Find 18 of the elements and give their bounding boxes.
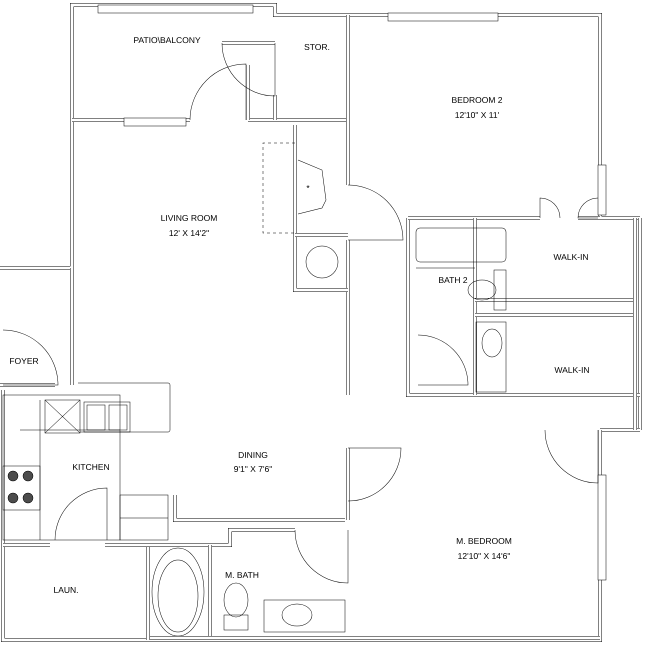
room-label: 9'1" X 7'6" bbox=[234, 466, 272, 472]
room-label: LIVING ROOM bbox=[161, 215, 217, 221]
room-label: M. BEDROOM bbox=[456, 538, 512, 544]
room-label: 12' X 14'2" bbox=[170, 230, 209, 236]
room-label: LAUN. bbox=[54, 587, 78, 593]
room-label: WALK-IN bbox=[553, 254, 588, 260]
room-label: BATH 2 bbox=[439, 277, 468, 283]
room-label: M. BATH bbox=[226, 572, 258, 578]
room-label: WALK-IN bbox=[554, 367, 589, 373]
room-label: BEDROOM 2 bbox=[452, 97, 502, 103]
room-label: PATIO\BALCONY bbox=[134, 36, 200, 44]
room-label: * bbox=[306, 185, 310, 188]
room-label: DINING bbox=[238, 452, 268, 458]
room-label: 12'10" X 11' bbox=[455, 112, 499, 118]
room-label: KITCHEN bbox=[73, 464, 109, 470]
room-label: FOYER bbox=[10, 358, 38, 364]
room-label: 12'10" X 14'6" bbox=[458, 553, 510, 559]
room-label: STOR. bbox=[304, 44, 330, 50]
